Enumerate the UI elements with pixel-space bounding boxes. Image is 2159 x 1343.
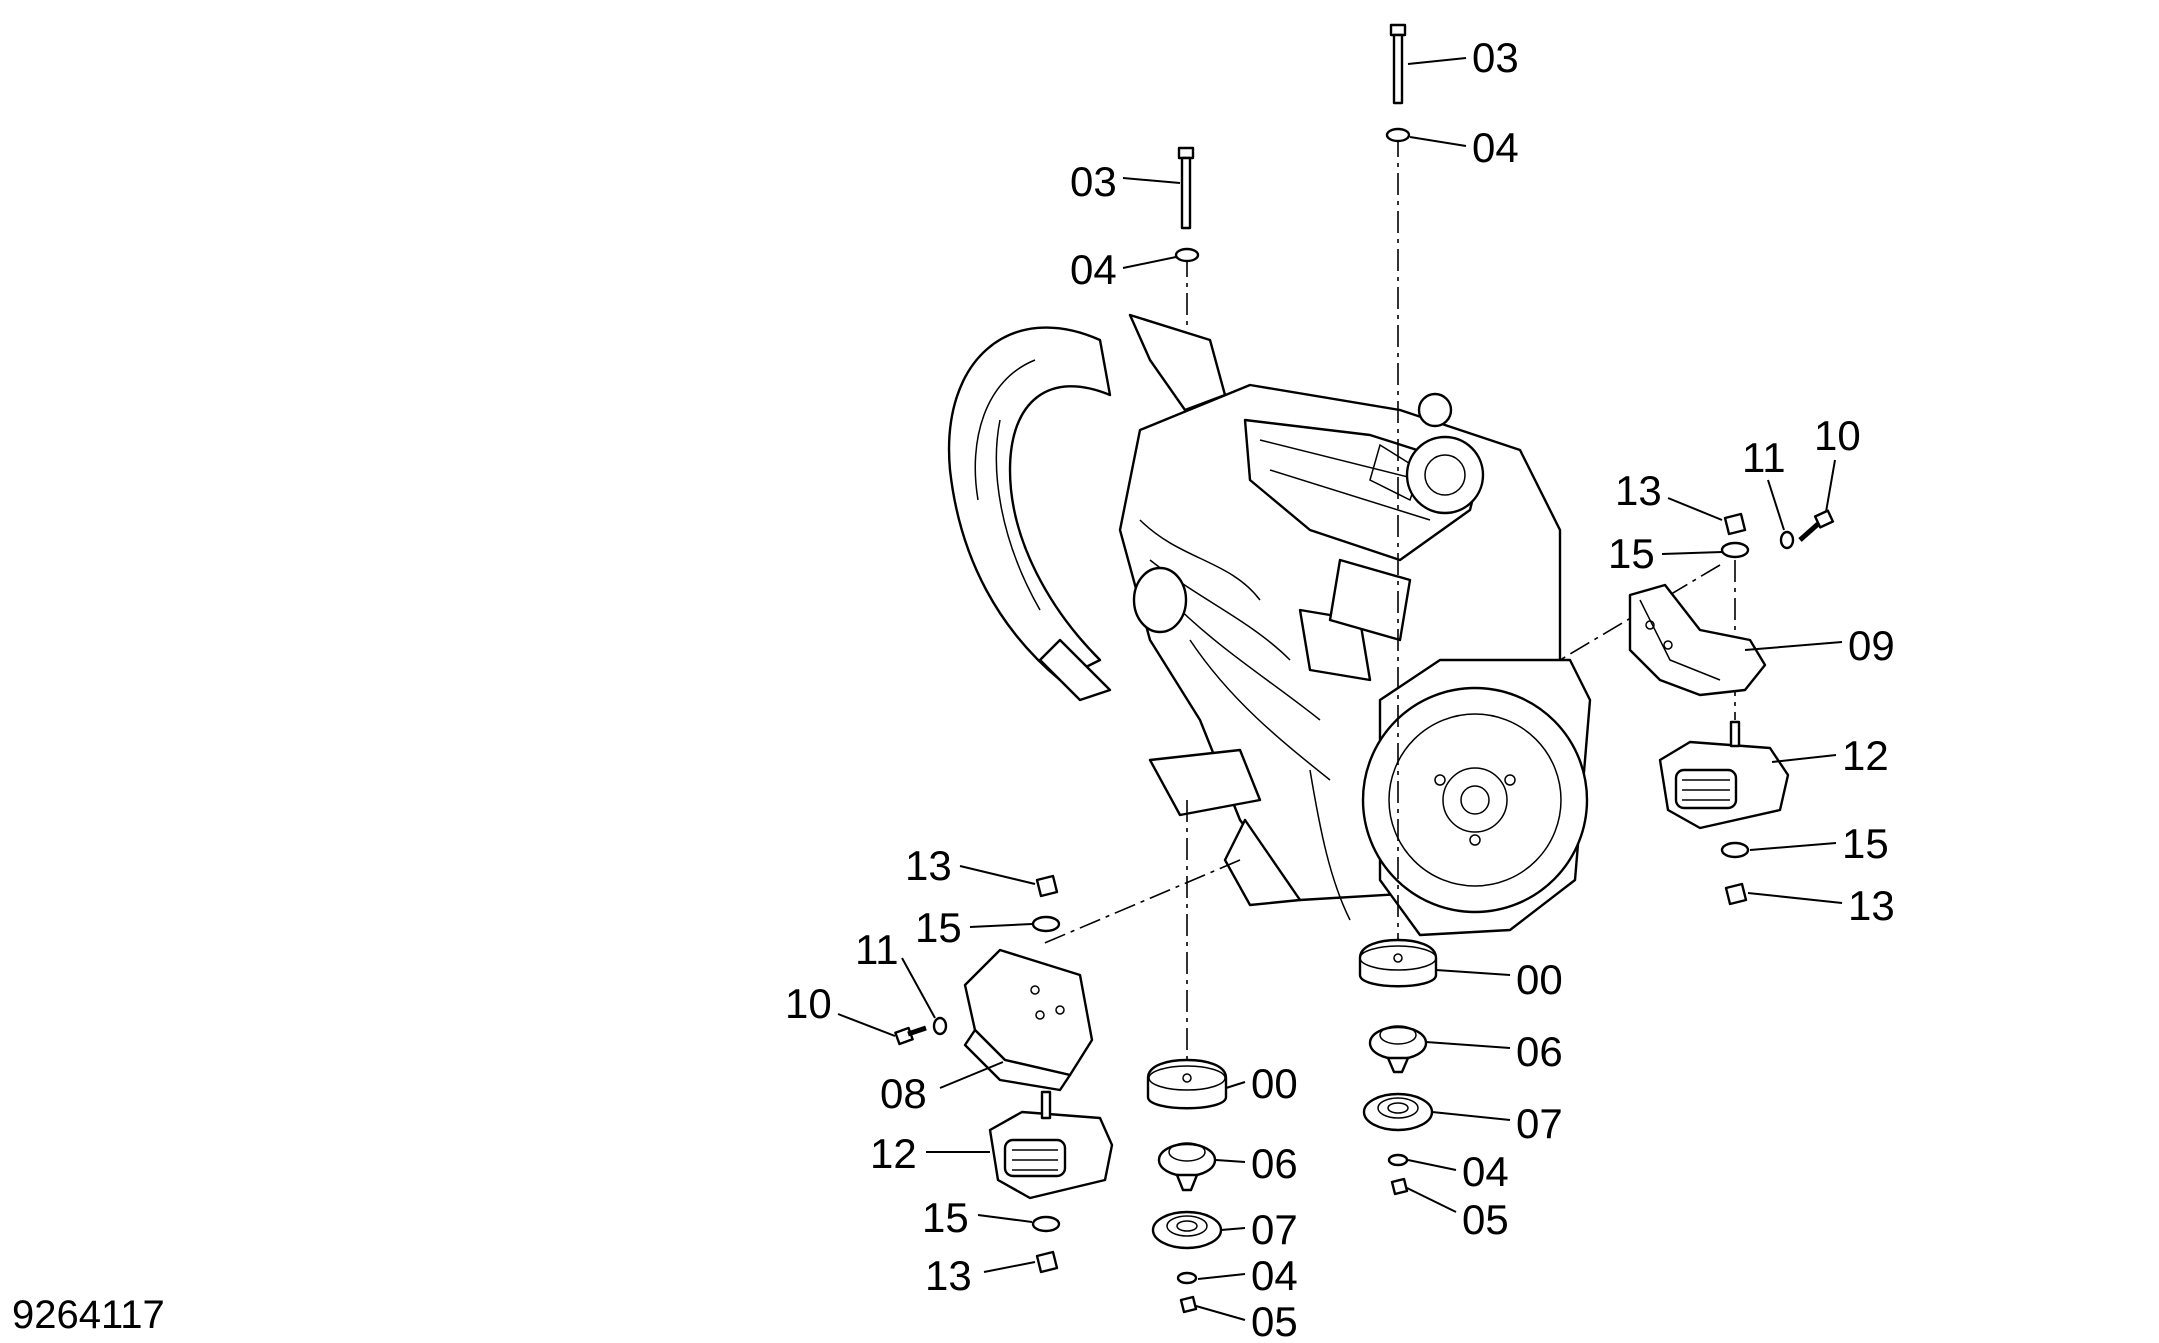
callout-12-left: 12 xyxy=(870,1130,917,1177)
washer-04-center-low xyxy=(1176,1271,1198,1285)
callout-13-left-low: 13 xyxy=(925,1252,972,1299)
callout-05-center-low: 05 xyxy=(1251,1298,1298,1343)
callout-15-right: 15 xyxy=(1608,530,1655,577)
callout-04-right-low: 04 xyxy=(1462,1148,1509,1195)
washer-11-left xyxy=(932,1016,948,1036)
callout-10-left: 10 xyxy=(785,980,832,1027)
bolt-10-left xyxy=(894,1025,927,1046)
nut-13-right-low xyxy=(1724,882,1748,906)
washer-04-right-low xyxy=(1387,1153,1409,1167)
callout-07-center: 07 xyxy=(1251,1206,1298,1253)
callout-06-center: 06 xyxy=(1251,1140,1298,1187)
callout-07-right: 07 xyxy=(1516,1100,1563,1147)
bolt-10-right xyxy=(1798,509,1835,542)
callout-13-left: 13 xyxy=(905,842,952,889)
callout-00-right: 00 xyxy=(1516,956,1563,1003)
mount-06-right xyxy=(1368,1025,1428,1074)
callout-11-left: 11 xyxy=(855,926,899,973)
callout-09: 09 xyxy=(1848,622,1895,669)
callout-10-right: 10 xyxy=(1814,412,1861,459)
mount-07-center xyxy=(1151,1210,1223,1250)
nut-05-right-low xyxy=(1390,1177,1409,1196)
washer-15-left-low xyxy=(1031,1215,1061,1233)
callout-15-left: 15 xyxy=(915,904,962,951)
bracket-08 xyxy=(963,948,1094,1092)
nut-13-right xyxy=(1723,512,1747,536)
cushion-00-right xyxy=(1358,938,1438,988)
leader-lines xyxy=(837,57,1843,1321)
callout-04-top: 04 xyxy=(1472,124,1519,171)
callout-04-left: 04 xyxy=(1070,246,1117,293)
mount-07-right xyxy=(1362,1092,1434,1132)
callout-08: 08 xyxy=(880,1070,927,1117)
nut-05-center-low xyxy=(1179,1295,1198,1314)
engine-assembly-drawing xyxy=(947,313,1592,937)
rubber-mount-12-right xyxy=(1658,720,1790,830)
callout-06-right: 06 xyxy=(1516,1028,1563,1075)
rubber-mount-12-left xyxy=(988,1090,1114,1200)
callout-11-right: 11 xyxy=(1742,434,1786,481)
callout-03-top: 03 xyxy=(1472,34,1519,81)
nut-13-left-low xyxy=(1035,1250,1059,1274)
cushion-00-center xyxy=(1146,1058,1228,1110)
callout-13-right-low: 13 xyxy=(1848,882,1895,929)
mount-06-center xyxy=(1157,1142,1217,1192)
callout-03-left: 03 xyxy=(1070,158,1117,205)
callout-12-right: 12 xyxy=(1842,732,1889,779)
washer-11-right xyxy=(1779,530,1795,550)
bolt-03-left xyxy=(1177,146,1195,230)
callout-04-center-low: 04 xyxy=(1251,1252,1298,1299)
bolt-03-top xyxy=(1389,23,1407,105)
callout-labels: 03 04 03 04 13 11 10 15 09 12 15 13 00 0… xyxy=(12,34,1895,1343)
washer-15-right-low xyxy=(1720,841,1750,859)
callout-05-right-low: 05 xyxy=(1462,1196,1509,1243)
nut-13-left xyxy=(1035,874,1059,898)
washer-04-left xyxy=(1174,247,1200,263)
bracket-09 xyxy=(1628,583,1767,697)
washer-15-left xyxy=(1031,915,1061,933)
callout-13-right: 13 xyxy=(1615,467,1662,514)
callout-15-right-low: 15 xyxy=(1842,820,1889,867)
callout-15-left-low: 15 xyxy=(922,1194,969,1241)
figure-id: 9264117 xyxy=(12,1293,165,1337)
washer-15-right xyxy=(1720,541,1750,559)
callout-00-center: 00 xyxy=(1251,1060,1298,1107)
washer-04-top xyxy=(1385,127,1411,143)
